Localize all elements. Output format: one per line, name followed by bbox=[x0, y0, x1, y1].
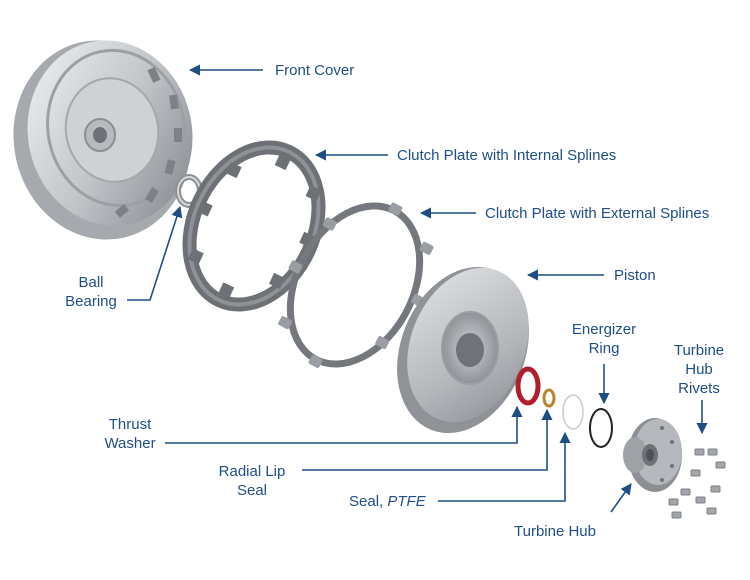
label-seal-main: Seal, bbox=[349, 493, 388, 510]
external-spline-plate-icon bbox=[278, 202, 434, 368]
label-radial-line2: Seal bbox=[236, 482, 268, 499]
label-front-cover: Front Cover bbox=[275, 62, 355, 79]
label-seal-italic: PTFE bbox=[387, 493, 426, 510]
label-energizer-line2: Ring bbox=[588, 340, 620, 357]
label-turbine-hub: Turbine Hub bbox=[514, 523, 596, 540]
piston-icon bbox=[397, 266, 529, 434]
ptfe-seal-icon bbox=[562, 394, 584, 430]
leader-radial bbox=[302, 408, 553, 471]
leader-turbine-hub bbox=[610, 483, 632, 513]
label-ball-bearing-line1: Ball bbox=[78, 274, 104, 291]
label-thrust-washer: Thrust Washer bbox=[98, 415, 162, 453]
label-rivets-line2: Hub bbox=[685, 361, 713, 378]
turbine-hub-icon bbox=[623, 418, 682, 492]
label-energizer-ring: Energizer Ring bbox=[566, 320, 642, 358]
radial-lip-seal-icon bbox=[542, 388, 556, 408]
label-piston: Piston bbox=[614, 267, 656, 284]
leader-thrust bbox=[165, 405, 523, 444]
label-clutch-external: Clutch Plate with External Splines bbox=[485, 205, 710, 222]
label-seal-ptfe: Seal, PTFE bbox=[349, 492, 426, 511]
energizer-ring-icon bbox=[589, 408, 613, 448]
label-hub-rivets: Turbine Hub Rivets bbox=[664, 341, 734, 398]
thrust-washer-icon bbox=[515, 366, 541, 406]
label-ball-bearing: Ball Bearing bbox=[60, 273, 122, 311]
label-thrust-line1: Thrust bbox=[108, 416, 152, 433]
label-clutch-internal: Clutch Plate with Internal Splines bbox=[397, 147, 617, 164]
front-cover-icon bbox=[13, 40, 193, 240]
label-radial-lip-seal: Radial Lip Seal bbox=[210, 462, 294, 500]
label-rivets-line1: Turbine bbox=[673, 342, 725, 359]
leader-seal bbox=[438, 431, 571, 502]
leader-ball-bearing bbox=[127, 205, 183, 301]
label-energizer-line1: Energizer bbox=[571, 321, 637, 338]
internal-spline-plate-icon bbox=[182, 140, 326, 312]
label-thrust-line2: Washer bbox=[104, 435, 156, 452]
hub-rivet-icon bbox=[668, 448, 726, 519]
label-radial-line1: Radial Lip bbox=[218, 463, 286, 480]
label-ball-bearing-line2: Bearing bbox=[65, 293, 117, 310]
label-rivets-line3: Rivets bbox=[678, 380, 720, 397]
